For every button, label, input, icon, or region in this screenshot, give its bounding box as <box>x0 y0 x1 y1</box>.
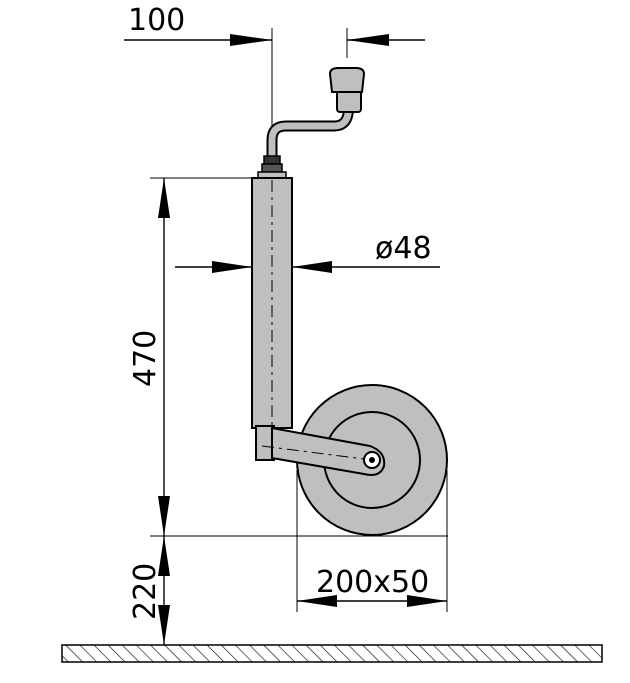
ground-hatch <box>61 644 603 663</box>
dim-ground-clearance-label: 220 <box>128 563 163 620</box>
main-tube <box>251 177 293 461</box>
crank-handle <box>257 67 366 179</box>
dim-crank-offset: 100 <box>124 3 425 178</box>
dim-tube-height: 470 <box>128 177 448 537</box>
dim-tube-diameter: ø48 <box>175 231 440 273</box>
dim-crank-offset-label: 100 <box>128 3 185 38</box>
dim-tube-diameter-label: ø48 <box>375 231 432 266</box>
dim-wheel-size: 200x50 <box>296 470 448 612</box>
dim-ground-clearance: 220 <box>128 536 170 645</box>
wheel-arm <box>261 426 386 476</box>
dim-wheel-size-label: 200x50 <box>316 565 429 600</box>
dim-tube-height-label: 470 <box>128 330 163 387</box>
